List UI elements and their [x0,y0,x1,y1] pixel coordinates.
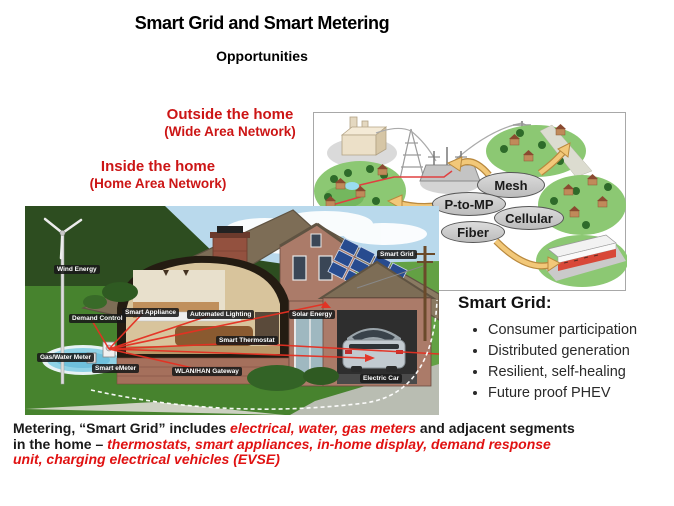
bullet-item: Resilient, self-healing [488,362,668,383]
pole-icon [356,246,435,341]
footer-segment: Metering, “Smart Grid” includes [13,420,231,436]
label-smart-appliance: Smart Appliance [122,308,180,318]
smart-grid-panel: Smart Grid: Consumer participation Distr… [458,293,668,404]
commercial-building-icon [536,234,628,287]
bullet-item: Future proof PHEV [488,383,668,404]
tech-label-fiber: Fiber [457,224,489,240]
tech-ellipse-p-to-mp: P-to-MP [432,192,506,216]
label-demand-control: Demand Control [69,314,126,324]
inside-home-label: Inside the home (Home Area Network) [78,158,238,192]
electric-car-icon [342,328,406,372]
page-title: Smart Grid and Smart Metering [134,13,390,33]
sidewalk [25,402,285,415]
footer-line-1: Metering, “Smart Grid” includes electric… [13,420,663,437]
footer-segment: in the home – [13,435,108,452]
footer-line-2: in the home – thermostats, smart applian… [13,435,663,453]
power-plant-icon [327,116,397,168]
bushes [83,282,339,391]
label-wlan-han-gateway: WLAN/HAN Gateway [172,367,242,377]
house-art [25,206,439,415]
footer-segment: and adjacent segments [416,420,575,436]
footer-segment-highlight: electrical, water, gas meters [230,420,417,436]
footer-paragraph: Metering, “Smart Grid” includes electric… [13,420,663,468]
inside-home-line1: Inside the home [100,158,216,175]
label-smart-grid: Smart Grid [377,250,417,260]
tech-label-p-to-mp: P-to-MP [444,196,494,212]
tech-ellipse-cellular: Cellular [494,206,564,230]
bullet-item: Distributed generation [488,341,668,362]
label-wind-energy: Wind Energy [54,265,100,275]
smart-grid-bullet-list: Consumer participation Distributed gener… [488,320,668,404]
smart-grid-heading: Smart Grid: [458,293,552,312]
transmission-tower-icon [399,128,425,180]
tech-label-cellular: Cellular [505,210,553,226]
bullet-item: Consumer participation [488,320,668,341]
label-automated-lighting: Automated Lighting [187,310,255,320]
label-smart-emeter: Smart eMeter [92,364,140,374]
page-subtitle: Opportunities [216,48,308,64]
outside-home-line1: Outside the home [166,106,294,123]
footer-line-3: unit, charging electrical vehicles (EVSE… [13,451,663,468]
tech-ellipse-fiber: Fiber [441,221,505,243]
inside-home-line2: (Home Area Network) [89,176,227,191]
neighborhood-right-top-icon [486,124,593,178]
outside-home-label: Outside the home (Wide Area Network) [150,106,310,140]
footer-segment-highlight: thermostats, smart appliances, in-home d… [107,435,551,452]
tech-ellipse-mesh: Mesh [477,172,545,198]
label-solar-energy: Solar Energy [289,310,336,320]
han-boundary-dashed [90,299,438,410]
label-smart-thermostat: Smart Thermostat [216,336,278,346]
house-illustration: Wind Energy Demand Control Gas/Water Met… [25,206,439,415]
label-gas-water-meter: Gas/Water Meter [37,353,95,363]
tech-label-mesh: Mesh [494,177,528,193]
substation-icon [419,147,481,194]
wind-turbine-icon [43,217,83,385]
footer-segment-highlight: unit, charging electrical vehicles (EVSE… [13,451,280,468]
outside-home-line2: (Wide Area Network) [164,124,296,139]
label-electric-car: Electric Car [360,374,403,384]
